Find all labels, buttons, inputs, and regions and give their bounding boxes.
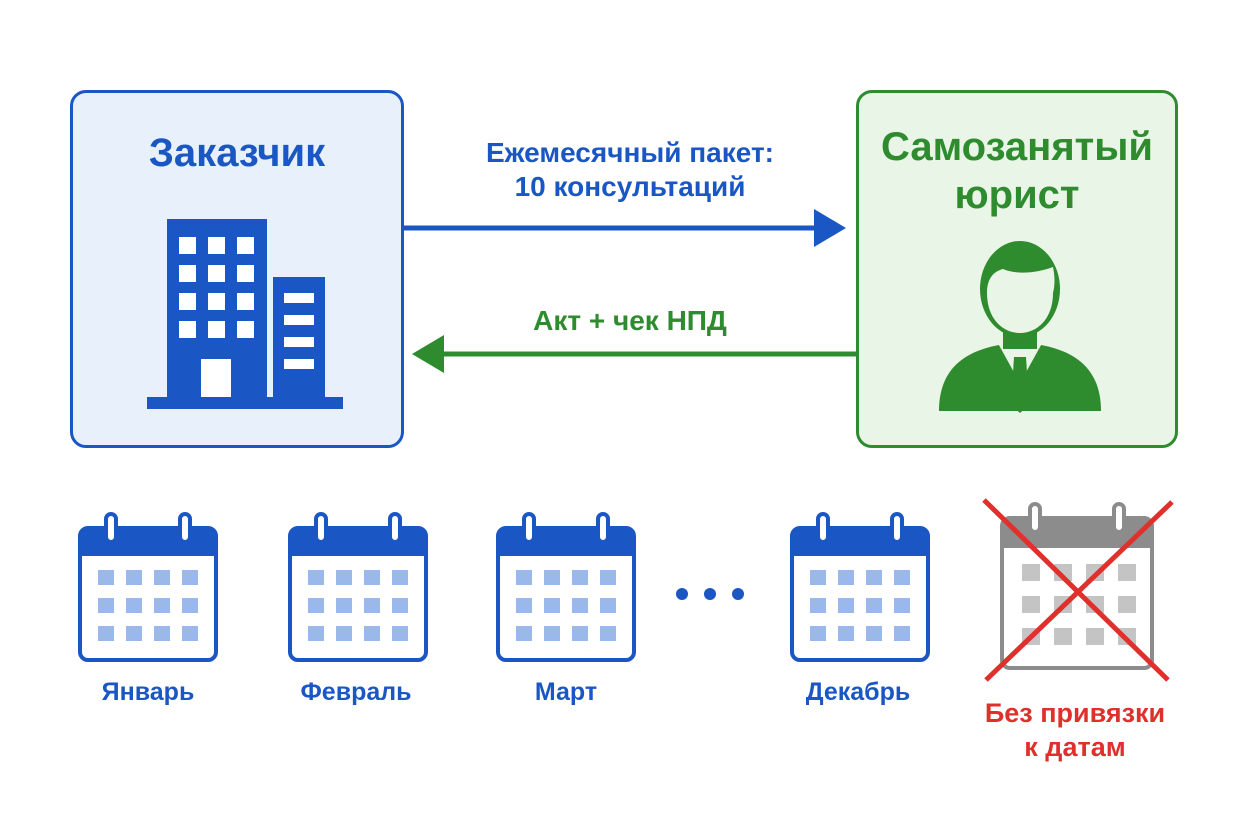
- no-dates-label: Без привязки к датам: [970, 696, 1180, 764]
- calendar-icon-february: [288, 512, 428, 662]
- package-label-line1: Ежемесячный пакет:: [486, 137, 774, 168]
- crossed-calendar-icon: [982, 498, 1174, 682]
- calendar-icon-march: [496, 512, 636, 662]
- ellipsis-dots: [676, 588, 744, 600]
- act-label: Акт + чек НПД: [533, 305, 727, 336]
- arrow-right: [404, 209, 846, 247]
- lawyer-title: Самозанятый юрист: [859, 123, 1175, 219]
- month-label-december: Декабрь: [805, 678, 911, 706]
- no-dates-line1: Без привязки: [984, 698, 1166, 728]
- person-icon: [939, 241, 1101, 413]
- calendar-icon-january: [78, 512, 218, 662]
- lawyer-title-line2: юрист: [954, 173, 1080, 217]
- client-title: Заказчик: [148, 131, 326, 175]
- lawyer-box: Самозанятый юрист: [856, 90, 1178, 448]
- client-box: Заказчик: [70, 90, 404, 448]
- lawyer-title-line1: Самозанятый: [880, 125, 1154, 169]
- calendar-icon-december: [790, 512, 930, 662]
- arrow-left: [412, 335, 856, 373]
- month-label-january: Январь: [101, 678, 195, 706]
- month-label-february: Февраль: [300, 678, 412, 706]
- package-label-line2: 10 консультаций: [514, 171, 746, 202]
- building-icon: [147, 219, 343, 409]
- package-label: Ежемесячный пакет: 10 консультаций: [440, 136, 820, 204]
- month-label-march: Март: [534, 678, 598, 706]
- no-dates-line2: к датам: [1024, 732, 1126, 762]
